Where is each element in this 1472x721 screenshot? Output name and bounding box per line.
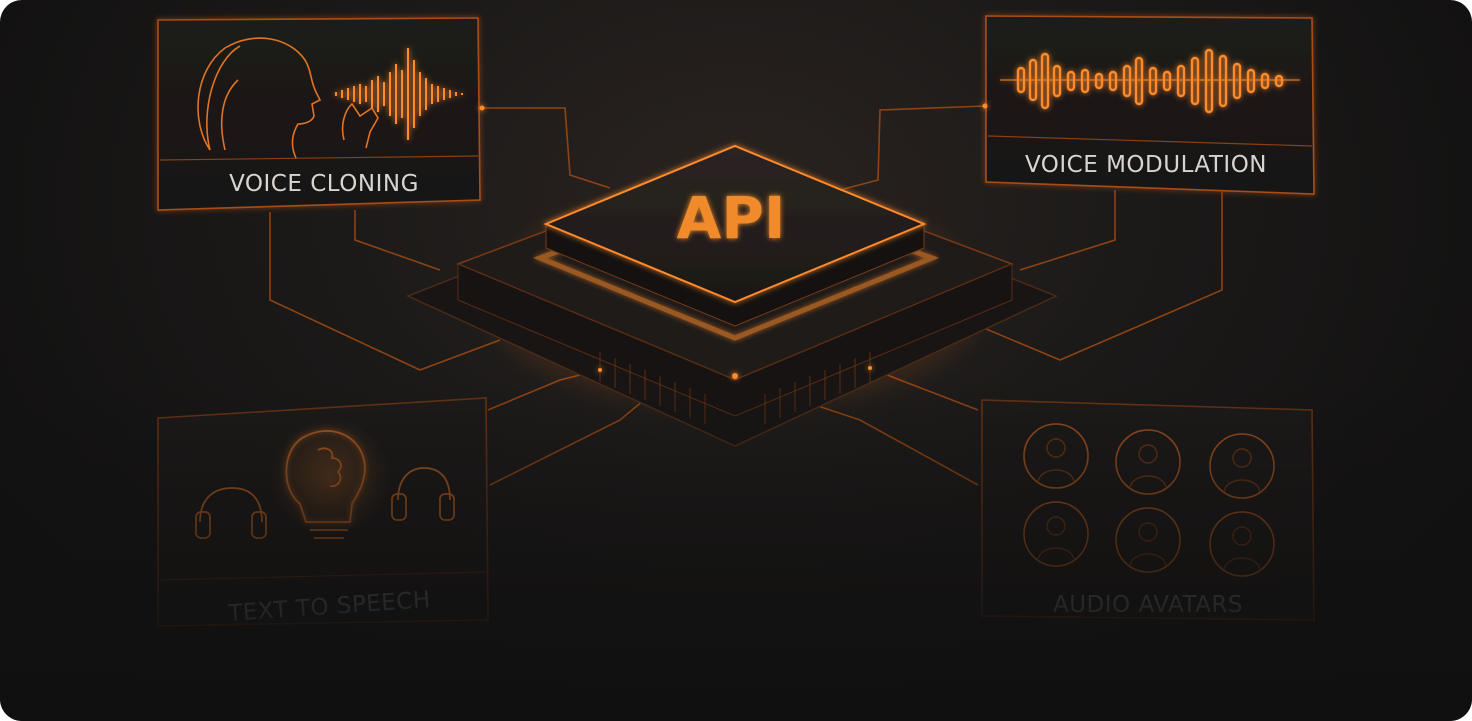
soundwave-graphic xyxy=(335,48,463,140)
audio-avatars-label: AUDIO AVATARS xyxy=(1053,592,1243,618)
woman-profile-soundwave-icon xyxy=(197,37,379,159)
text-to-speech-card: TEXT TO SPEECH xyxy=(157,397,489,627)
soundwave-icon xyxy=(1000,48,1300,114)
voice-cloning-label: VOICE CLONING xyxy=(229,171,419,197)
voice-modulation-card: VOICE MODULATION xyxy=(985,15,1315,195)
voice-modulation-label: VOICE MODULATION xyxy=(1025,152,1267,178)
api-chip: API xyxy=(406,144,1058,447)
api-label: API xyxy=(677,184,786,252)
audio-avatars-card: AUDIO AVATARS xyxy=(981,399,1315,621)
trace-nodes xyxy=(479,103,988,379)
voice-cloning-card: VOICE CLONING xyxy=(157,17,481,211)
